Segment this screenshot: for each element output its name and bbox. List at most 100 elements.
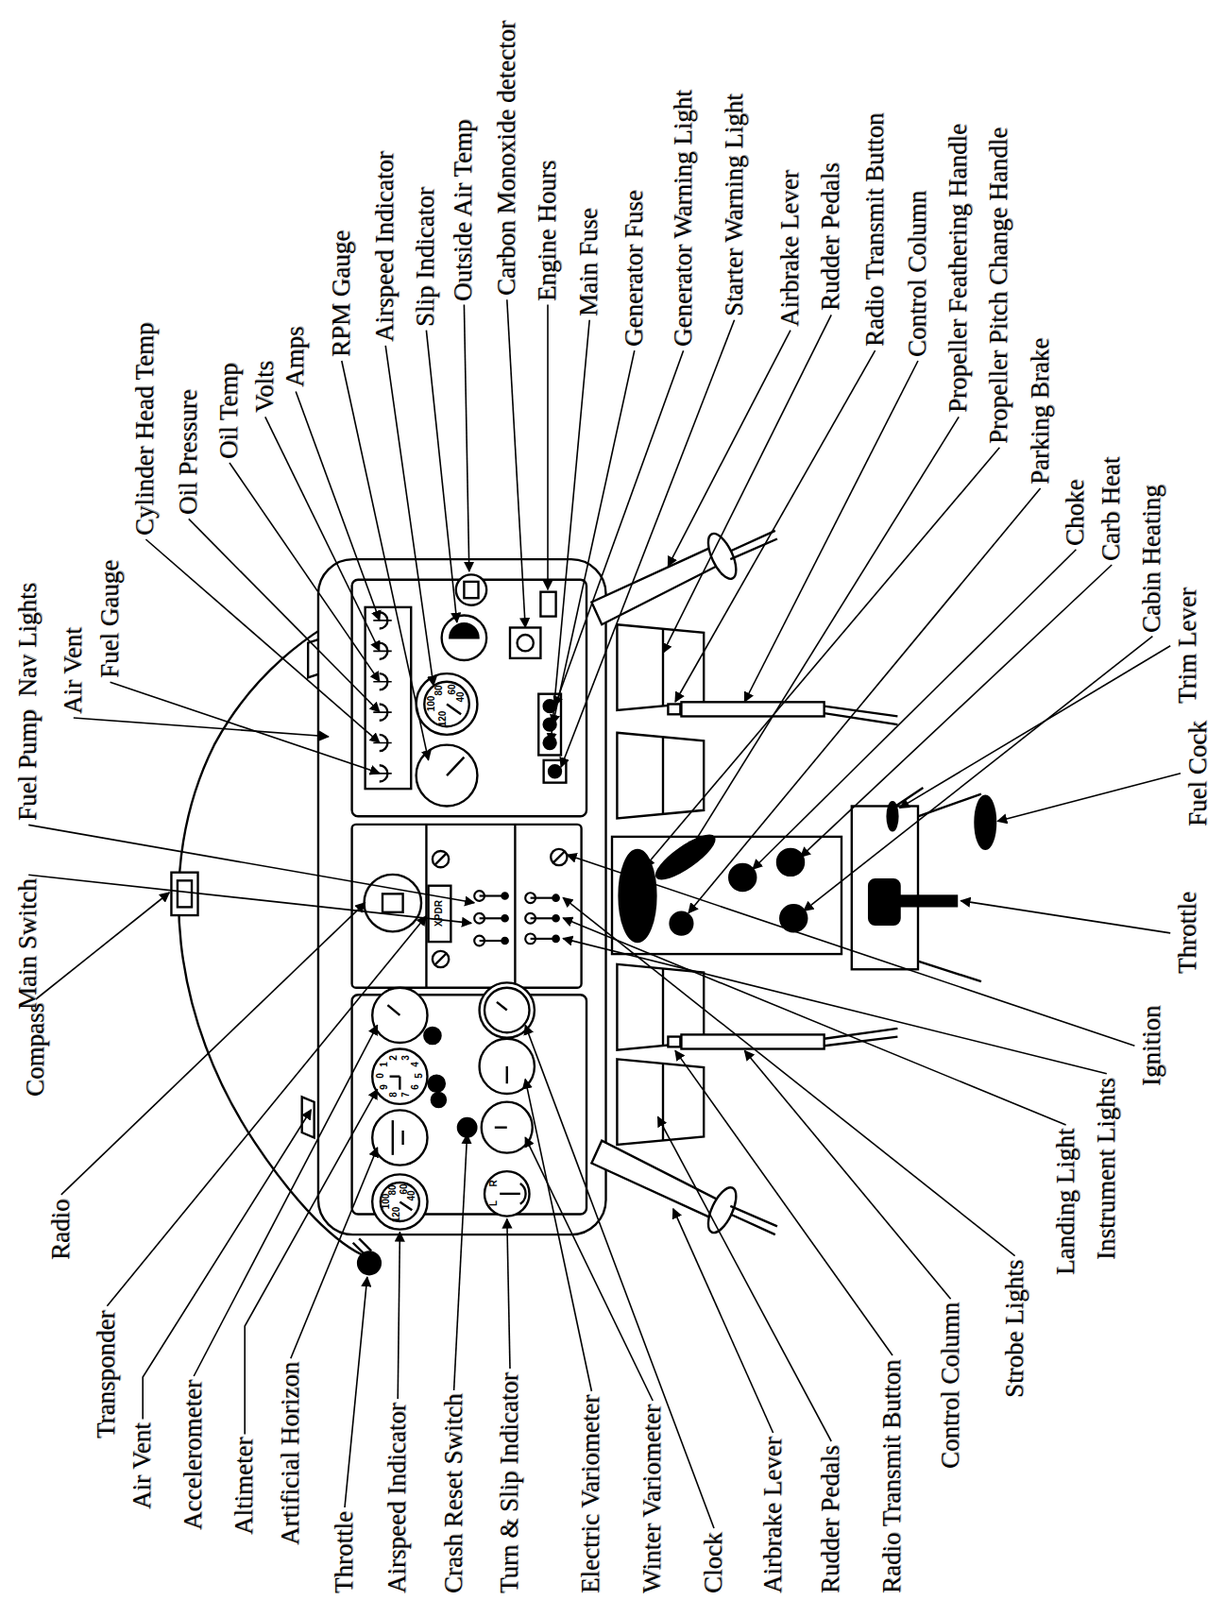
part-label: Outside Air Temp — [449, 119, 478, 302]
leader-line — [525, 1024, 714, 1529]
part-label: Control Column — [903, 190, 933, 357]
engine-gauges — [446, 757, 464, 776]
part-label: Radio Transmit Button — [878, 1359, 907, 1594]
center-panel — [364, 849, 568, 968]
leader-line — [645, 447, 1001, 867]
control-columns — [824, 713, 899, 725]
control-columns — [680, 1034, 824, 1049]
instrument-panel — [352, 579, 587, 817]
dial-number: 40 — [407, 1190, 417, 1202]
flight-instruments — [499, 1192, 521, 1195]
leader-line — [744, 360, 918, 702]
leader-line — [265, 416, 380, 651]
center-console — [650, 829, 720, 886]
leader-line — [900, 646, 1172, 809]
part-label: Ignition — [1138, 1005, 1167, 1088]
compass — [177, 880, 192, 907]
throttle-quadrant — [897, 896, 957, 907]
part-label: Artificial Horizon — [276, 1361, 306, 1546]
leader-line — [28, 824, 475, 902]
control-columns — [680, 701, 824, 716]
engine-gauges — [456, 574, 487, 605]
part-label: Rudder Pedals — [816, 163, 846, 312]
dial-number: 5 — [414, 1073, 425, 1080]
leader-line — [744, 1050, 951, 1299]
flight-instruments — [372, 982, 535, 1229]
center-console — [777, 849, 804, 876]
leader-line — [562, 897, 1015, 1256]
dial-number: 2 — [389, 1054, 399, 1061]
part-label: Cabin Heating — [1138, 484, 1167, 633]
leader-line — [290, 1147, 378, 1359]
center-panel — [501, 892, 508, 899]
flight-instruments — [484, 987, 530, 1034]
part-label: Trim Lever — [1173, 587, 1203, 704]
part-label: Throttle — [1173, 891, 1203, 974]
part-label: Airspeed Indicator — [371, 151, 400, 342]
leader-line — [110, 681, 380, 773]
airbrake-levers — [730, 530, 776, 552]
part-label: Oil Temp — [215, 362, 244, 459]
leader-line — [525, 1137, 653, 1401]
rudder-pedals — [616, 624, 704, 711]
leader-line — [550, 320, 590, 743]
flight-instruments — [372, 987, 427, 1043]
part-label: Transponder — [92, 1309, 121, 1439]
part-label: Cylinder Head Temp — [131, 322, 160, 536]
airbrake-levers — [591, 545, 722, 625]
center-panel — [432, 951, 449, 968]
center-panel — [501, 915, 508, 921]
instrument-panel — [318, 559, 607, 1235]
flight-instruments — [399, 1202, 412, 1211]
throttle-knob — [357, 1251, 381, 1275]
part-label: Turn & Slip Indicator — [495, 1372, 525, 1594]
part-label: Air Vent — [59, 627, 88, 714]
center-console — [670, 912, 694, 935]
flight-instruments — [506, 1066, 509, 1084]
part-label: Propeller Pitch Change Handle — [985, 127, 1014, 444]
throttle-quadrant — [974, 796, 996, 850]
leader-line — [73, 717, 329, 737]
part-label: Main Switch — [14, 878, 43, 1010]
flight-instruments — [431, 1092, 446, 1107]
flight-instruments — [391, 1120, 394, 1156]
leader-line — [561, 320, 735, 767]
part-label: Main Fuse — [575, 207, 604, 317]
center-panel — [364, 874, 422, 932]
center-panel — [552, 935, 559, 942]
leader-line — [525, 1079, 592, 1392]
engine-gauges — [442, 615, 488, 662]
leader-line — [800, 564, 1112, 857]
flight-instruments — [458, 1118, 476, 1137]
dial-number: R — [489, 1179, 499, 1187]
throttle-quadrant — [868, 879, 900, 925]
leader-line — [145, 539, 379, 743]
leader-line — [562, 938, 1107, 1074]
leader-line — [193, 1024, 377, 1377]
engine-gauges — [449, 623, 478, 638]
center-panel — [552, 915, 559, 921]
engine-gauges — [463, 581, 478, 598]
engine-gauges — [416, 673, 478, 735]
part-label: Carb Heat — [1097, 457, 1126, 561]
leader-line — [552, 350, 634, 725]
part-label: Choke — [1061, 478, 1090, 546]
throttle-knob — [353, 1242, 366, 1256]
part-label: Oil Pressure — [174, 390, 204, 516]
instrument-panel — [425, 824, 427, 988]
rudder-pedals — [616, 732, 704, 819]
rudder-pedals — [662, 736, 664, 815]
part-label: Clock — [699, 1531, 729, 1594]
compass — [170, 872, 198, 916]
leader-line — [244, 1088, 377, 1434]
leader-line — [997, 773, 1181, 822]
leader-line — [507, 1219, 510, 1369]
leader-line — [425, 330, 457, 623]
engine-gauges — [446, 703, 461, 714]
part-label: Generator Fuse — [620, 189, 649, 347]
flight-instruments — [481, 1102, 533, 1154]
dial-number: 7 — [401, 1091, 411, 1098]
flight-instruments — [496, 1002, 508, 1011]
